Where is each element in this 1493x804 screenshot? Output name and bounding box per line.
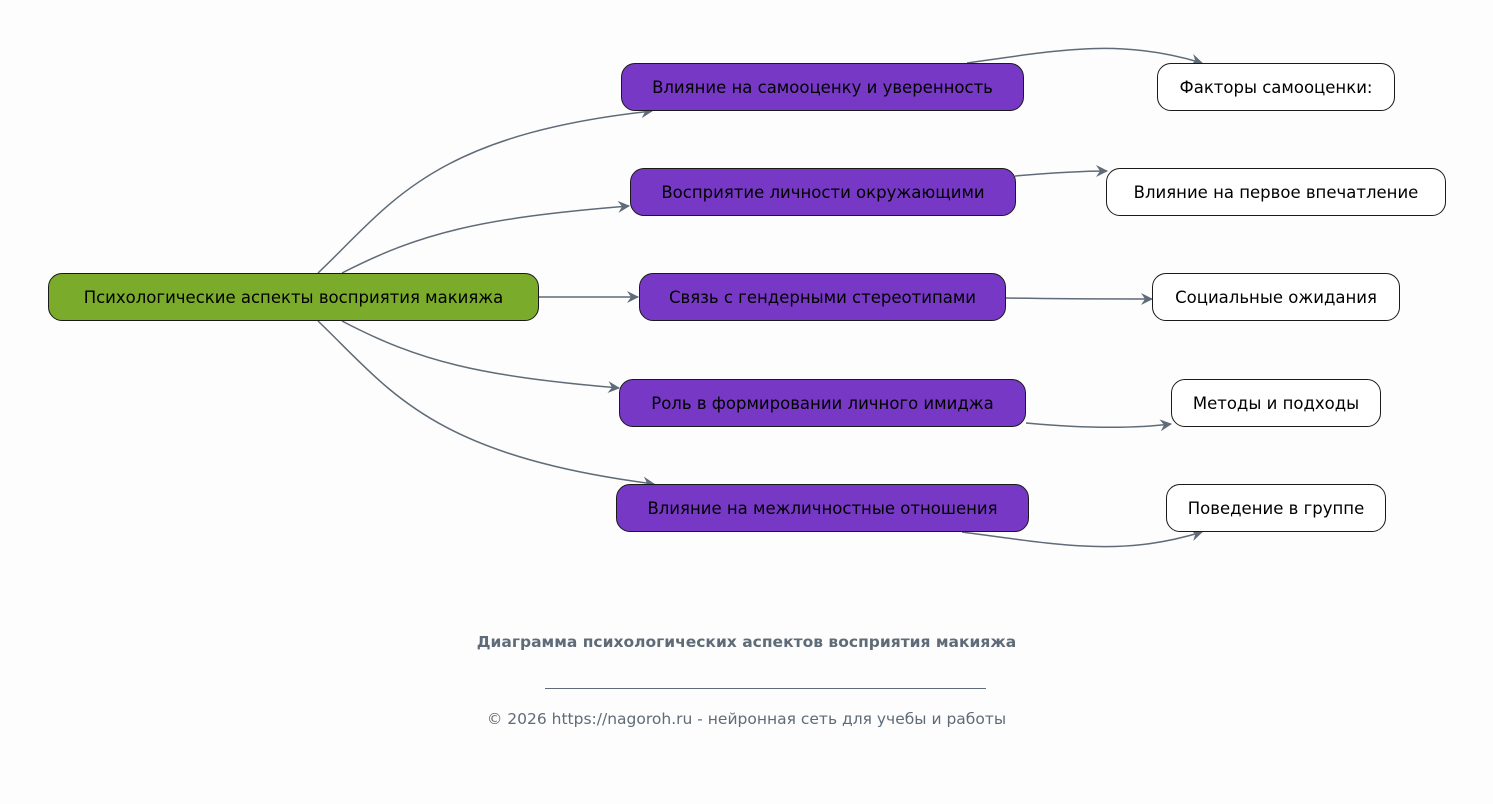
diagram-title-text: Диаграмма психологических аспектов воспр… [476, 633, 1017, 651]
leaf-node-first-impression[interactable]: Влияние на первое впечатление [1106, 168, 1446, 216]
edge-root-b1 [317, 106, 653, 274]
leaf-node-social-expectations[interactable]: Социальные ожидания [1152, 273, 1400, 321]
branch-node-interpersonal[interactable]: Влияние на межличностные отношения [616, 484, 1029, 532]
edge-root-b5 [317, 320, 655, 489]
leaf-node-group-behavior[interactable]: Поведение в группе [1166, 484, 1386, 532]
branch-node-label: Влияние на самооценку и уверенность [652, 77, 993, 97]
leaf-node-label: Влияние на первое впечатление [1133, 182, 1419, 202]
caption-divider [545, 688, 986, 689]
edge-b2-l2 [1014, 165, 1108, 178]
branch-node-self-esteem[interactable]: Влияние на самооценку и уверенность [621, 63, 1024, 111]
branch-node-gender-stereotypes[interactable]: Связь с гендерными стереотипами [639, 273, 1006, 321]
edge-b1-l1 [966, 47, 1203, 66]
leaf-node-label: Методы и подходы [1192, 393, 1360, 413]
root-node-label: Психологические аспекты восприятия макия… [83, 287, 504, 307]
leaf-node-methods[interactable]: Методы и подходы [1171, 379, 1381, 427]
branch-node-label: Роль в формировании личного имиджа [651, 393, 994, 413]
root-node[interactable]: Психологические аспекты восприятия макия… [48, 273, 539, 321]
edge-b3-l3 [1005, 292, 1153, 305]
edge-b4-l4 [1025, 419, 1172, 432]
edge-root-b2 [341, 200, 630, 274]
footer-text: © 2026 https://nagoroh.ru - нейронная се… [486, 710, 1007, 728]
branch-node-label: Влияние на межличностные отношения [647, 498, 998, 518]
branch-node-personality-perception[interactable]: Восприятие личности окружающими [630, 168, 1016, 216]
leaf-node-label: Социальные ожидания [1175, 287, 1377, 307]
branch-node-label: Восприятие личности окружающими [661, 182, 985, 202]
leaf-node-self-esteem-factors[interactable]: Факторы самооценки: [1157, 63, 1395, 111]
leaf-node-label: Факторы самооценки: [1179, 77, 1373, 97]
edge-root-b4 [341, 320, 620, 394]
branch-node-personal-image[interactable]: Роль в формировании личного имиджа [619, 379, 1026, 427]
leaf-node-label: Поведение в группе [1187, 498, 1365, 518]
diagram-title: Диаграмма психологических аспектов воспр… [0, 633, 1493, 651]
edge-b5-l5 [961, 529, 1203, 548]
branch-node-label: Связь с гендерными стереотипами [668, 287, 977, 307]
